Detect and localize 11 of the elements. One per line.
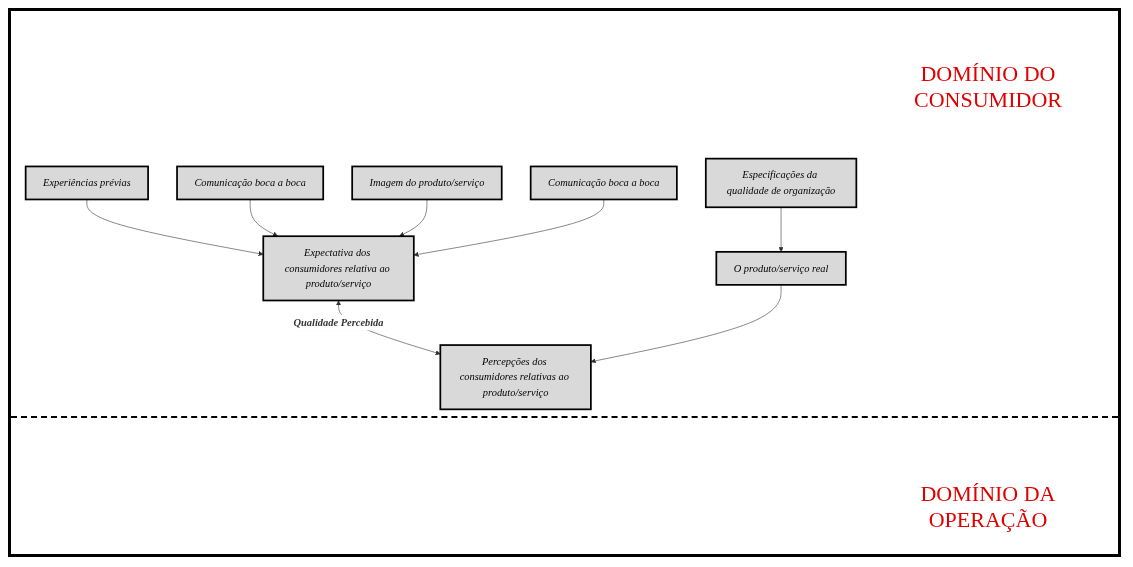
domain-label: DOMÍNIO DA OPERAÇÃO <box>919 481 1057 533</box>
node-box: Imagem do produto/serviço <box>351 165 503 200</box>
node-box: Experiências prévias <box>24 165 149 200</box>
node-box: Comunicação boca a boca <box>176 165 325 200</box>
node-box: Percepções dos consumidores relativas ao produto/serviço <box>439 343 592 410</box>
node-box: Expectativa dos consumidores relativa ao produto/serviço <box>262 234 415 301</box>
domain-label: DOMÍNIO DO CONSUMIDOR <box>913 61 1063 113</box>
node-box: O produto/serviço real <box>715 250 847 286</box>
node-box: Comunicação boca a boca <box>529 165 678 200</box>
edge-label: Qualidade Percebida <box>293 316 384 328</box>
node-box: Especificações da qualidade de organização <box>704 157 858 208</box>
